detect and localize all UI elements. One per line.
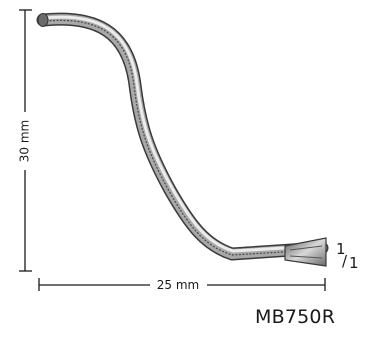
blade-tang-end [37, 13, 49, 27]
blade-groove [45, 19, 301, 256]
width-dimension: 25 mm [38, 278, 326, 292]
blade-size-fraction: 1 / 1 [336, 240, 359, 272]
blade-cutting-edge [284, 237, 327, 267]
blade-size-numerator: 1 [336, 240, 346, 258]
model-code: MB750R [255, 306, 336, 328]
blade-highlight [42, 15, 320, 253]
height-label: 30 mm [18, 120, 32, 162]
blade-size-separator: / [342, 252, 348, 270]
blade-size-denominator: 1 [349, 254, 359, 272]
edge-line-2 [289, 255, 323, 259]
edge-line-1 [289, 245, 323, 251]
width-label: 25 mm [157, 278, 199, 292]
height-dimension: 30 mm [18, 9, 32, 272]
curved-instrument-blade [36, 12, 329, 267]
blade-body [38, 14, 327, 259]
